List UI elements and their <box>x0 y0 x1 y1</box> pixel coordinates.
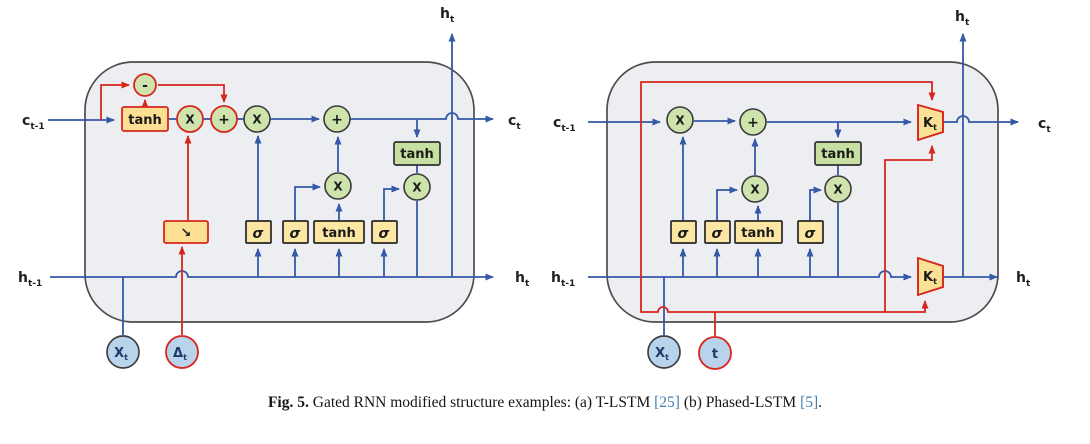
tlstm-sigma2-gate <box>282 220 309 244</box>
tlstm-add2-node <box>323 105 351 133</box>
plstm-c-prev-label: ct-1 <box>553 115 576 134</box>
plstm-time-input-node <box>698 336 732 370</box>
tlstm-tanh-output-box <box>393 141 441 166</box>
tlstm-decay-box <box>163 220 209 244</box>
tlstm-mult-out-node <box>403 173 431 201</box>
tlstm-h-out-label: ht <box>515 270 530 289</box>
tlstm-tanh-memory-label: tanh <box>128 113 162 128</box>
figure-number: Fig. 5. <box>267 394 309 411</box>
tlstm-h-prev-label: ht-1 <box>18 270 42 289</box>
citation-ref-5[interactable]: [5] <box>800 394 819 411</box>
figure-caption: Fig. 5. Gated RNN modified structure exa… <box>0 394 1090 412</box>
tlstm-tanh-memory-box <box>121 106 169 132</box>
plstm-h-prev-label: ht-1 <box>551 270 575 289</box>
plstm-h-top-label: ht <box>955 9 970 28</box>
plstm-mult-out-label: X <box>833 183 843 197</box>
plstm-bottom-time-gate-label: Kt <box>923 270 937 286</box>
tlstm-mult2-label: X <box>252 113 262 127</box>
plstm-tanh-output-box <box>814 141 862 166</box>
tlstm-sigma3-label: σ <box>379 226 390 242</box>
tlstm-xt-input-node <box>106 335 140 369</box>
tlstm-subtract-loop-line <box>100 81 130 120</box>
tlstm-subtract-label: - <box>142 78 148 94</box>
tlstm-sigma1-label: σ <box>253 226 264 242</box>
plstm-xt-input-label: Xt <box>655 346 669 362</box>
tlstm-mult1-label: X <box>185 113 195 127</box>
plstm-sigma2-to-mult-line <box>716 186 738 221</box>
plstm-c-out-label: ct <box>1038 116 1051 135</box>
tlstm-decay-label: ↘ <box>181 226 192 241</box>
tlstm-subtract-node <box>133 73 157 97</box>
plstm-time-input-label: t <box>712 347 718 362</box>
tlstm-tanh-gate <box>313 220 365 244</box>
plstm-sigma3-label: σ <box>805 226 816 242</box>
plstm-time-to-bottom-kt-line <box>715 300 929 313</box>
plstm-mult1-label: X <box>675 114 685 128</box>
plstm-sigma1-label: σ <box>678 226 689 242</box>
tlstm-add1-node <box>210 105 238 133</box>
citation-ref-25[interactable]: [25] <box>654 394 680 411</box>
plstm-tanh-gate-label: tanh <box>741 226 775 241</box>
plstm-time-to-top-kt-line <box>640 81 936 313</box>
tlstm-gate2-to-mult-line <box>294 183 321 221</box>
tlstm-add1-label: + <box>218 112 230 128</box>
plstm-h-out-label: ht <box>1016 270 1031 289</box>
plstm-top-time-gate <box>917 103 944 142</box>
plstm-add-label: + <box>747 115 759 131</box>
tlstm-tanh-gate-label: tanh <box>322 226 356 241</box>
plstm-sigma1-gate <box>670 220 697 244</box>
tlstm-mult1-node <box>176 105 204 133</box>
tlstm-output-gate-to-mult-line <box>383 185 400 221</box>
caption-text-1: Gated RNN modified structure examples: (… <box>308 394 655 411</box>
plstm-sigma3-gate <box>797 220 824 244</box>
plstm-top-time-gate-label: Kt <box>923 116 937 132</box>
tlstm-delta-input-node <box>165 335 199 369</box>
tlstm-mult-out-label: X <box>412 181 422 195</box>
plstm-time-mid-branch-line <box>884 145 936 312</box>
tlstm-delta-input-label: Δt <box>173 346 187 362</box>
caption-period: . <box>818 394 823 411</box>
gated-rnn-diagrams: - tanh X + X + X tanh X ↘ σ σ tanh σ Xt … <box>18 6 1051 370</box>
plstm-mult1-node <box>666 106 694 134</box>
tlstm-tanh-output-label: tanh <box>400 147 434 162</box>
tlstm-c-prev-label: ct-1 <box>22 113 45 132</box>
tlstm-h-top-label: ht <box>440 6 455 25</box>
caption-text-2: (b) Phased-LSTM <box>679 394 801 411</box>
plstm-xt-input-node <box>647 335 681 369</box>
plstm-tanh-gate <box>734 220 783 244</box>
tlstm-c-out-label: ct <box>508 113 521 132</box>
tlstm-mult-mid-label: X <box>333 180 343 194</box>
tlstm-sigma1-gate <box>245 220 272 244</box>
tlstm-mult2-node <box>243 105 271 133</box>
plstm-sigma2-label: σ <box>712 226 723 242</box>
plstm-mult-mid-node <box>741 175 769 203</box>
plstm-bottom-time-gate <box>917 256 944 297</box>
plstm-mult-out-node <box>824 175 852 203</box>
plstm-tanh-output-label: tanh <box>821 147 855 162</box>
tlstm-xt-input-label: Xt <box>114 346 128 362</box>
tlstm-mult-mid-node <box>324 172 352 200</box>
plstm-mult-mid-label: X <box>750 183 760 197</box>
tlstm-add2-label: + <box>331 112 343 128</box>
tlstm-sigma2-label: σ <box>290 226 301 242</box>
tlstm-sigma3-gate <box>371 220 398 244</box>
tlstm-subtract-to-add-line <box>158 84 228 103</box>
plstm-add-node <box>739 108 767 136</box>
plstm-sigma3-to-mult-line <box>809 186 822 221</box>
plstm-sigma2-gate <box>704 220 731 244</box>
phased-lstm-cell-panel <box>606 61 999 323</box>
